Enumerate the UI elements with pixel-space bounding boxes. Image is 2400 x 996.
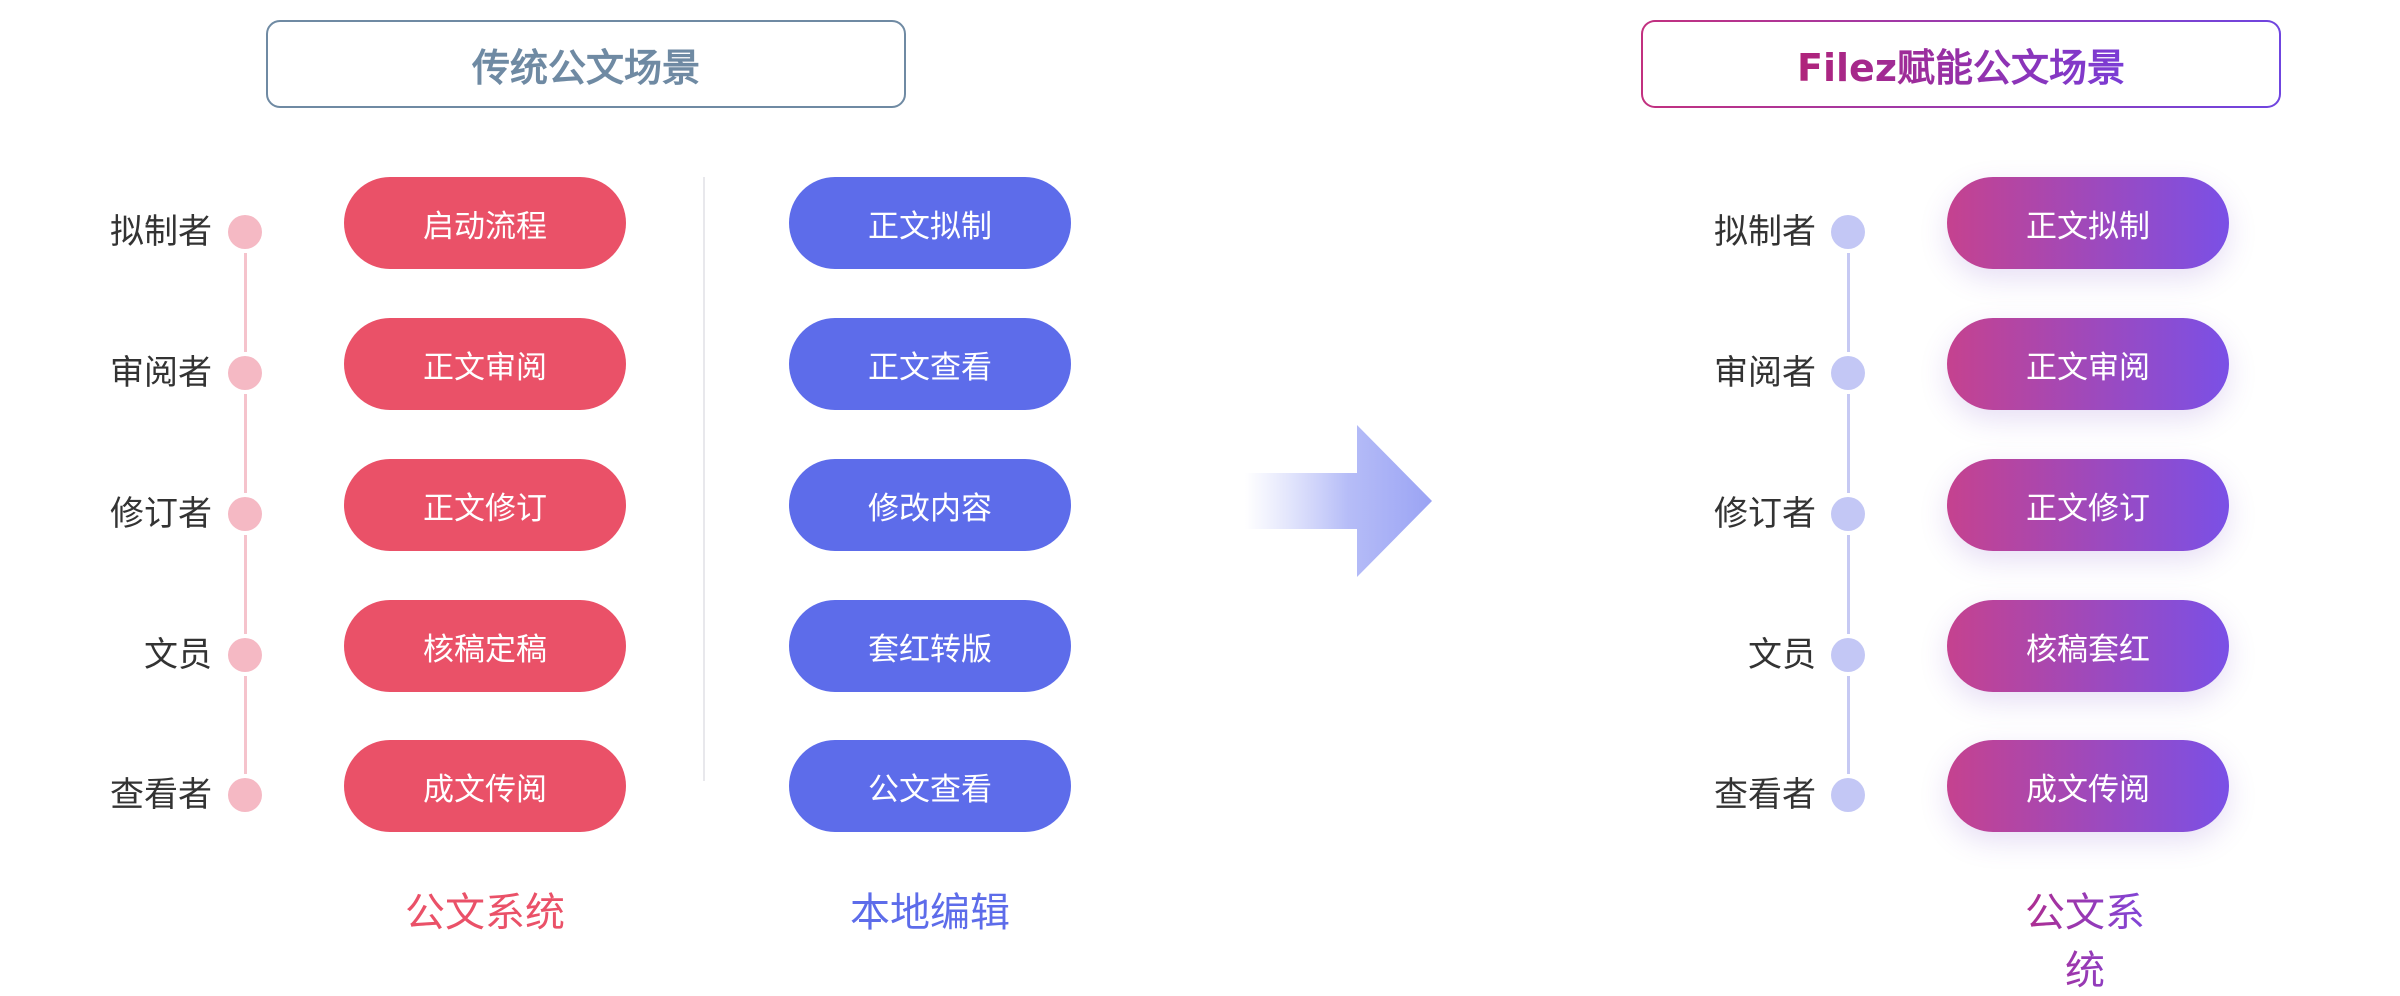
filez-system-label: 公文系统 [2010,880,2160,996]
local-step-pill-label: 正文查看 [868,342,992,387]
system-step-pill: 成文传阅 [344,740,626,832]
right-connector-line [1847,535,1850,634]
right-connector-line [1847,394,1850,493]
filez-scene-title: Filez赋能公文场景 [1641,20,2281,108]
local-step-pill: 套红转版 [789,600,1071,692]
right-connector-line [1847,676,1850,774]
system-step-pill-label: 正文修订 [423,483,547,528]
filez-step-pill: 正文修订 [1947,459,2229,551]
local-step-pill: 正文拟制 [789,177,1071,269]
filez-step-pill: 核稿套红 [1947,600,2229,692]
local-step-pill: 公文查看 [789,740,1071,832]
system-step-pill: 正文审阅 [344,318,626,410]
system-step-pill: 核稿定稿 [344,600,626,692]
system-step-pill-label: 成文传阅 [423,764,547,809]
left-connector-line [244,676,247,774]
filez-step-pill: 正文拟制 [1947,177,2229,269]
column-divider [703,177,705,781]
system-step-pill-label: 核稿定稿 [423,624,547,669]
right-role-dot [1831,638,1865,672]
right-role-label: 查看者 [1596,772,1816,818]
left-role-label: 查看者 [0,772,212,818]
local-step-pill-label: 公文查看 [868,764,992,809]
right-role-dot [1831,356,1865,390]
filez-step-pill-label: 正文修订 [2026,483,2150,528]
right-role-dot [1831,215,1865,249]
system-step-pill: 正文修订 [344,459,626,551]
right-role-dot [1831,778,1865,812]
right-role-label: 修订者 [1596,491,1816,537]
filez-step-pill-label: 核稿套红 [2026,624,2150,669]
left-role-label: 审阅者 [0,350,212,396]
traditional-scene-title: 传统公文场景 [266,20,906,108]
left-role-dot [228,778,262,812]
arrow-right-icon [1245,425,1435,577]
right-connector-line [1847,253,1850,352]
local-step-pill: 正文查看 [789,318,1071,410]
local-step-pill-label: 套红转版 [868,624,992,669]
left-connector-line [244,253,247,352]
left-role-dot [228,497,262,531]
right-role-label: 文员 [1596,632,1816,678]
left-role-label: 文员 [0,632,212,678]
local-step-pill-label: 修改内容 [868,483,992,528]
local-step-pill-label: 正文拟制 [868,201,992,246]
system-step-pill: 启动流程 [344,177,626,269]
left-role-dot [228,356,262,390]
filez-step-pill: 正文审阅 [1947,318,2229,410]
system-step-pill-label: 启动流程 [423,201,547,246]
right-role-dot [1831,497,1865,531]
left-connector-line [244,535,247,634]
left-role-label: 修订者 [0,491,212,537]
local-edit-label: 本地编辑 [780,880,1080,938]
filez-step-pill: 成文传阅 [1947,740,2229,832]
local-step-pill: 修改内容 [789,459,1071,551]
system-label: 公文系统 [335,880,635,938]
system-step-pill-label: 正文审阅 [423,342,547,387]
filez-step-pill-label: 正文审阅 [2026,342,2150,387]
filez-step-pill-label: 正文拟制 [2026,201,2150,246]
left-role-label: 拟制者 [0,209,212,255]
left-role-dot [228,215,262,249]
filez-scene-title-text: Filez赋能公文场景 [1797,37,2125,92]
left-connector-line [244,394,247,493]
traditional-scene-title-text: 传统公文场景 [472,37,700,92]
right-role-label: 审阅者 [1596,350,1816,396]
right-role-label: 拟制者 [1596,209,1816,255]
filez-step-pill-label: 成文传阅 [2026,764,2150,809]
left-role-dot [228,638,262,672]
